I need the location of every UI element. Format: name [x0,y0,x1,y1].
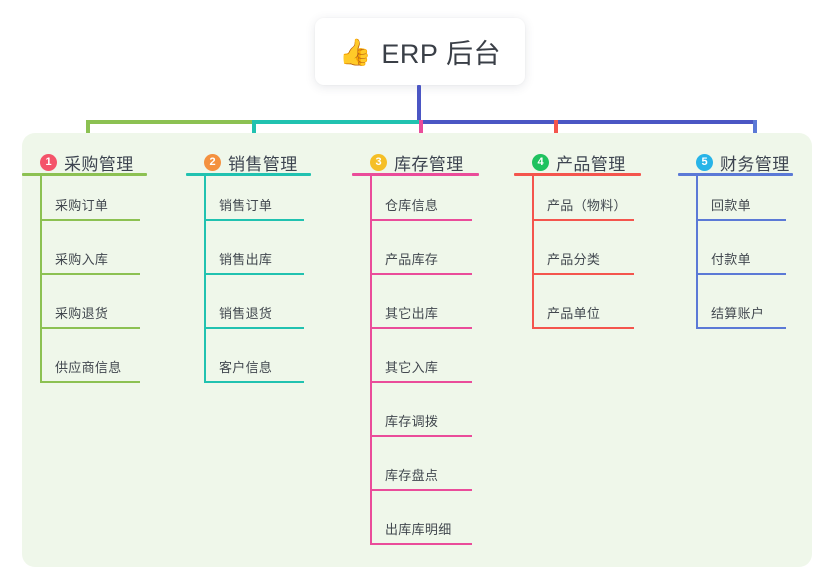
module-title: 财务管理 [720,154,790,174]
module-item[interactable]: 库存盘点 [385,468,439,483]
module-item[interactable]: 其它入库 [385,360,439,375]
module-item[interactable]: 结算账户 [711,306,765,321]
segment-blue [419,120,757,124]
module-item-underline [40,273,140,275]
module-item-underline [40,327,140,329]
module-spine [532,173,534,327]
module-item-underline [370,489,472,491]
module-item-underline [696,219,786,221]
modules-panel: 1 采购管理采购订单采购入库采购退货供应商信息 2 销售管理销售订单销售出库销售退货客… [22,133,812,567]
module-item-underline [370,381,472,383]
module-item[interactable]: 供应商信息 [55,360,122,375]
root-node-title: ERP 后台 [381,39,501,69]
module-item-underline [204,273,304,275]
module-item-underline [204,327,304,329]
module-item-underline [532,219,634,221]
module-header-4[interactable]: 4 产品管理 [514,145,626,179]
module-item[interactable]: 其它出库 [385,306,439,321]
root-connector-stem [417,85,421,124]
module-item-underline [532,273,634,275]
module-item-underline [532,327,634,329]
module-number-badge: 1 [40,153,57,171]
module-item[interactable]: 销售订单 [219,198,273,213]
module-item[interactable]: 产品库存 [385,252,439,267]
module-item[interactable]: 采购订单 [55,198,109,213]
module-item-underline [370,435,472,437]
root-node[interactable]: 👍 ERP 后台 [315,18,525,85]
module-item-underline [696,327,786,329]
module-underline [186,173,311,176]
module-title: 采购管理 [64,154,134,174]
module-item[interactable]: 仓库信息 [385,198,439,213]
module-title: 销售管理 [228,154,298,174]
module-item[interactable]: 销售退货 [219,306,273,321]
module-item-underline [696,273,786,275]
module-item-underline [370,219,472,221]
module-number-badge: 4 [532,153,549,171]
module-item-underline [370,273,472,275]
module-header-1[interactable]: 1 采购管理 [22,145,134,179]
module-underline [678,173,793,176]
segment-teal [252,120,421,124]
module-header-3[interactable]: 3 库存管理 [352,145,464,179]
module-item[interactable]: 产品分类 [547,252,601,267]
module-item-underline [204,219,304,221]
module-item[interactable]: 采购入库 [55,252,109,267]
module-number-badge: 3 [370,153,387,171]
module-spine [696,173,698,327]
module-header-2[interactable]: 2 销售管理 [186,145,298,179]
module-item-underline [40,219,140,221]
module-number-badge: 5 [696,153,713,171]
module-underline [22,173,147,176]
module-item[interactable]: 库存调拨 [385,414,439,429]
module-title: 产品管理 [556,154,626,174]
module-header-5[interactable]: 5 财务管理 [678,145,790,179]
module-item[interactable]: 付款单 [711,252,751,267]
thumbs-up-icon: 👍 [339,36,372,67]
module-underline [352,173,479,176]
module-item-underline [370,543,472,545]
module-item[interactable]: 回款单 [711,198,751,213]
module-item[interactable]: 采购退货 [55,306,109,321]
module-item-underline [204,381,304,383]
module-number-badge: 2 [204,153,221,171]
module-item-underline [40,381,140,383]
module-item[interactable]: 销售出库 [219,252,273,267]
segment-green [86,120,254,124]
module-item[interactable]: 产品（物料） [547,198,627,213]
root-node-content: 👍 ERP 后台 [339,32,501,71]
module-item[interactable]: 出库库明细 [385,522,452,537]
module-spine [40,173,42,381]
module-spine [204,173,206,381]
module-item-underline [370,327,472,329]
module-item[interactable]: 产品单位 [547,306,601,321]
module-spine [370,173,372,543]
module-underline [514,173,641,176]
module-title: 库存管理 [394,154,464,174]
module-item[interactable]: 客户信息 [219,360,273,375]
